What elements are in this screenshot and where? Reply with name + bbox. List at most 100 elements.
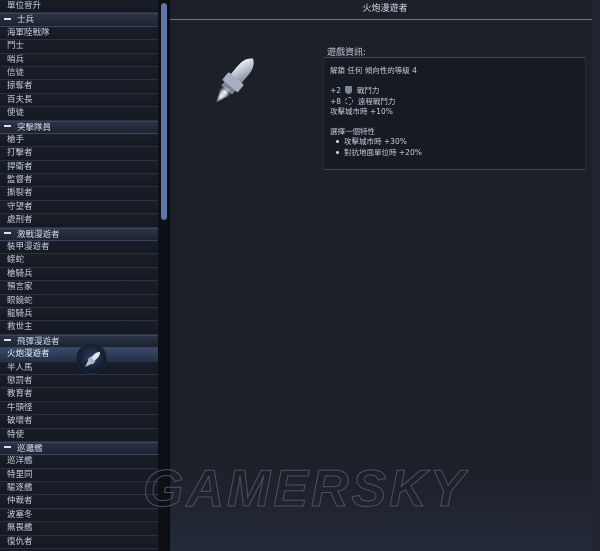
row-label: 激戰漫遊者	[17, 229, 60, 240]
row-label: 波塞冬	[7, 509, 33, 520]
unit-detail-panel: 火炮漫遊者 遊戲資訊:	[170, 0, 600, 551]
panel-divider	[168, 0, 170, 551]
unit-list-item[interactable]: 無畏艦	[0, 522, 158, 536]
row-label: 士兵	[17, 15, 35, 26]
row-label: 信徒	[7, 67, 25, 78]
stat-label: 遠程戰鬥力	[357, 96, 396, 106]
unit-list-item[interactable]: 打擊者	[0, 147, 158, 161]
row-label: 無畏艦	[7, 523, 33, 534]
unit-list-item[interactable]: 蝰蛇	[0, 254, 158, 268]
stat-row-combat: +2 戰鬥力	[330, 86, 579, 96]
ranged-icon	[345, 96, 354, 105]
row-label: 仲裁者	[7, 496, 33, 507]
unit-portrait	[203, 48, 267, 112]
unit-list-item[interactable]: 信徒	[0, 66, 158, 81]
row-label: 單位晉升	[7, 1, 42, 11]
bullet-icon	[336, 150, 339, 154]
unit-list-item[interactable]: 救世主	[0, 321, 158, 335]
row-label: 百夫長	[7, 94, 33, 105]
bullet-icon	[336, 140, 339, 144]
collapse-icon[interactable]	[4, 232, 11, 235]
collapse-icon[interactable]	[4, 446, 11, 449]
unit-list-item[interactable]: 巡洋艦	[0, 455, 158, 469]
unlock-requirement: 解鎖 任何 傾向性的等級 4	[330, 66, 417, 75]
collapse-icon[interactable]	[4, 125, 11, 128]
unit-list-item[interactable]: 海軍陸戰隊	[0, 26, 158, 41]
row-label: 驅逐艦	[7, 483, 33, 494]
unit-list-item[interactable]: 龍騎兵	[0, 307, 158, 322]
unit-list-sidebar: 單位晉升士兵海軍陸戰隊鬥士哨兵信徒掠奪者百夫長使徒突擊隊員槍手打擊者捍衛者監督者…	[0, 0, 158, 551]
row-label: 特里同	[7, 469, 33, 480]
unit-list-item[interactable]: 監督者	[0, 174, 158, 188]
unit-list-item[interactable]: 捍衛者	[0, 160, 158, 175]
unit-list-item[interactable]: 預言家	[0, 281, 158, 295]
unit-list-item[interactable]: 撕裂者	[0, 187, 158, 201]
unit-list-item[interactable]: 眼鏡蛇	[0, 294, 158, 308]
row-label: 監督者	[7, 175, 33, 186]
category-header[interactable]: 巡邏艦	[0, 441, 158, 456]
row-label: 捍衛者	[7, 161, 33, 172]
row-label: 使徒	[7, 108, 25, 119]
unit-list-item[interactable]: 掠奪者	[0, 80, 158, 94]
unit-list-item[interactable]: 破壞者	[0, 415, 158, 429]
row-label: 復仇者	[7, 536, 33, 547]
perk-item: 對抗地面單位時 +20%	[330, 148, 579, 158]
unit-list-item[interactable]: 仲裁者	[0, 495, 158, 509]
row-label: 撕裂者	[7, 188, 33, 199]
unit-list-item[interactable]: 百夫長	[0, 93, 158, 108]
unit-list-item[interactable]: 驅逐艦	[0, 482, 158, 496]
unit-list-item[interactable]: 懲罰者	[0, 374, 158, 389]
category-header[interactable]: 士兵	[0, 13, 158, 27]
unit-list-item[interactable]: 單位晉升	[0, 0, 158, 14]
scrollbar-track[interactable]	[158, 0, 168, 551]
stat-row-ranged: +8 遠程戰鬥力	[330, 96, 579, 107]
row-label: 飛彈漫遊者	[17, 336, 60, 347]
row-label: 突擊隊員	[17, 122, 52, 133]
unit-list-item[interactable]: 特里同	[0, 468, 158, 483]
row-label: 預言家	[7, 282, 33, 293]
shield-icon	[345, 86, 353, 95]
unit-list-item[interactable]: 槍手	[0, 133, 158, 148]
row-label: 破壞者	[7, 416, 33, 427]
row-label: 教育者	[7, 389, 33, 400]
stat-value: +2	[330, 86, 342, 96]
collapse-icon[interactable]	[4, 339, 11, 342]
row-label: 裝甲漫遊者	[7, 242, 50, 253]
info-label: 遊戲資訊:	[327, 48, 367, 58]
category-header[interactable]: 激戰漫遊者	[0, 227, 158, 242]
unit-list-item[interactable]: 哨兵	[0, 53, 158, 67]
perk-item: 攻擊城市時 +30%	[330, 137, 579, 147]
rocket-icon	[85, 352, 100, 367]
unit-list-item[interactable]: 牛頭怪	[0, 401, 158, 416]
unit-list-item[interactable]: 守望者	[0, 200, 158, 215]
unit-list-item[interactable]: 復仇者	[0, 535, 158, 550]
unit-title: 火炮漫遊者	[170, 0, 600, 20]
panel-edge	[592, 0, 600, 551]
row-label: 眼鏡蛇	[7, 295, 33, 306]
row-label: 救世主	[7, 322, 33, 333]
unit-list-item[interactable]: 教育者	[0, 388, 158, 402]
unit-list-item[interactable]: 波塞冬	[0, 508, 158, 523]
row-label: 龍騎兵	[7, 308, 33, 319]
category-header[interactable]: 突擊隊員	[0, 120, 158, 134]
unit-list-item[interactable]: 處刑者	[0, 214, 158, 228]
unit-badge	[76, 343, 107, 374]
collapse-icon[interactable]	[4, 17, 11, 20]
row-label: 槍手	[7, 134, 25, 145]
row-label: 海軍陸戰隊	[7, 27, 50, 38]
row-label: 特使	[7, 429, 25, 440]
row-label: 牛頭怪	[7, 402, 33, 413]
watermark: GAMERSKY	[142, 460, 468, 519]
unit-list-item[interactable]: 槍騎兵	[0, 267, 158, 282]
scrollbar-thumb[interactable]	[161, 3, 167, 220]
unit-list-item[interactable]: 使徒	[0, 107, 158, 121]
row-label: 巡洋艦	[7, 456, 33, 467]
unit-list-item[interactable]: 特使	[0, 428, 158, 442]
row-label: 懲罰者	[7, 375, 33, 386]
unit-list-item[interactable]: 鬥士	[0, 40, 158, 54]
unit-list-item[interactable]: 裝甲漫遊者	[0, 241, 158, 255]
row-label: 哨兵	[7, 54, 25, 65]
row-label: 巡邏艦	[17, 443, 43, 454]
row-label: 火炮漫遊者	[7, 349, 50, 360]
info-box: 解鎖 任何 傾向性的等級 4 +2 戰鬥力 +8 遠程戰鬥力 攻擊城市時 +10…	[323, 57, 586, 170]
